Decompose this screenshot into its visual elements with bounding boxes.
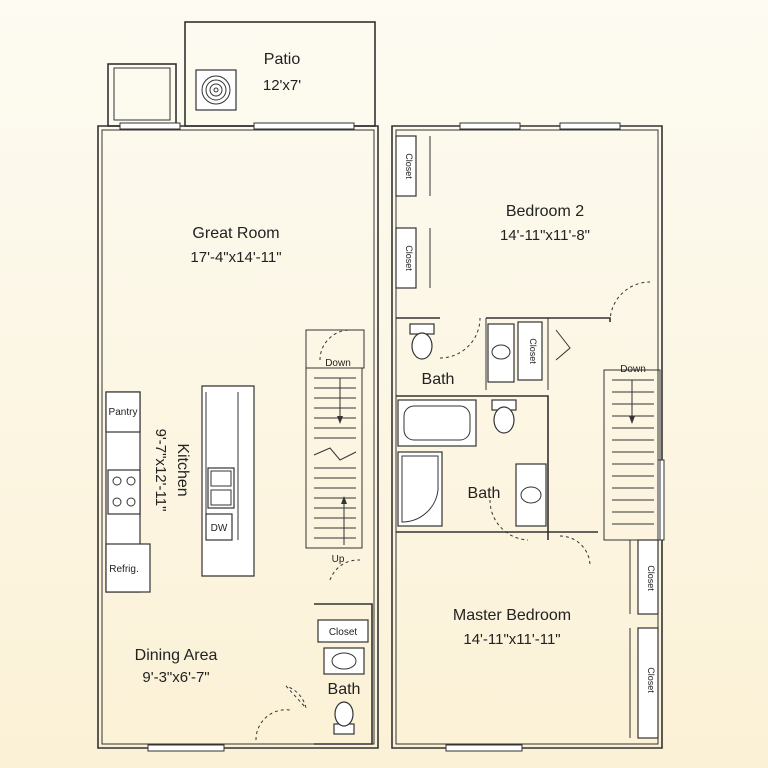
closet-box bbox=[637, 539, 659, 615]
bath-label: Bath bbox=[468, 485, 501, 502]
patio-railing bbox=[107, 63, 177, 127]
range-icon bbox=[107, 469, 141, 515]
stairs-up-label: Up bbox=[332, 554, 345, 565]
ac-unit-icon bbox=[195, 69, 237, 111]
pantry-label: Pantry bbox=[109, 407, 138, 418]
dining-label: Dining Area bbox=[135, 647, 218, 664]
patio-dim: 12'x7' bbox=[263, 77, 301, 94]
dw-label: DW bbox=[211, 523, 228, 534]
patio-label: Patio bbox=[264, 51, 301, 68]
shower-icon bbox=[397, 451, 443, 527]
lavatory-icon bbox=[323, 647, 365, 675]
sliding-door bbox=[253, 122, 355, 130]
bathtub-icon bbox=[397, 399, 477, 447]
toilet-icon bbox=[491, 399, 517, 434]
patio-railing-inner bbox=[113, 67, 171, 121]
window bbox=[657, 459, 665, 541]
refrigerator bbox=[105, 543, 151, 593]
closet-box bbox=[317, 619, 369, 643]
powder-bath-label: Bath bbox=[328, 681, 361, 698]
great-room-dim: 17'-4"x14'-11" bbox=[190, 249, 281, 266]
stairs-main bbox=[305, 329, 365, 549]
kitchen-label: Kitchen bbox=[174, 443, 191, 496]
closet-box bbox=[395, 227, 417, 289]
closet-label: Closet bbox=[646, 667, 656, 693]
second-floor bbox=[391, 122, 665, 752]
great-room-label: Great Room bbox=[192, 225, 279, 242]
closet-box bbox=[395, 135, 417, 197]
closet-box bbox=[637, 627, 659, 739]
refrig-label: Refrig. bbox=[109, 564, 138, 575]
closet-label: Closet bbox=[404, 153, 414, 179]
master-label: Master Bedroom bbox=[453, 607, 571, 624]
window bbox=[445, 744, 523, 752]
kitchen-dim: 9'-7"x12'-11" bbox=[152, 429, 169, 512]
window bbox=[147, 744, 225, 752]
lavatory-icon bbox=[487, 323, 515, 383]
powder-closet-label: Closet bbox=[329, 627, 358, 638]
master-dim: 14'-11"x11'-11" bbox=[463, 631, 560, 648]
window bbox=[559, 122, 621, 130]
closet-label: Closet bbox=[646, 565, 656, 591]
bedroom2-dim: 14'-11"x11'-8" bbox=[500, 227, 590, 244]
closet-label: Closet bbox=[404, 245, 414, 271]
stairs-upper bbox=[603, 369, 661, 541]
window bbox=[119, 122, 181, 130]
sink-icon bbox=[207, 467, 235, 509]
closet-label: Closet bbox=[528, 338, 538, 364]
first-floor bbox=[97, 21, 379, 752]
toilet-icon bbox=[333, 701, 355, 735]
closet-box bbox=[517, 321, 543, 381]
window bbox=[459, 122, 521, 130]
stairs-down-label: Down bbox=[325, 358, 351, 369]
bedroom2-label: Bedroom 2 bbox=[506, 203, 584, 220]
lavatory-icon bbox=[515, 463, 547, 527]
dishwasher bbox=[205, 513, 233, 541]
toilet-icon bbox=[409, 323, 435, 360]
stairs-down-label: Down bbox=[620, 364, 646, 375]
pantry bbox=[105, 391, 141, 433]
bath-label: Bath bbox=[422, 371, 455, 388]
dining-dim: 9'-3"x6'-7" bbox=[142, 669, 209, 686]
